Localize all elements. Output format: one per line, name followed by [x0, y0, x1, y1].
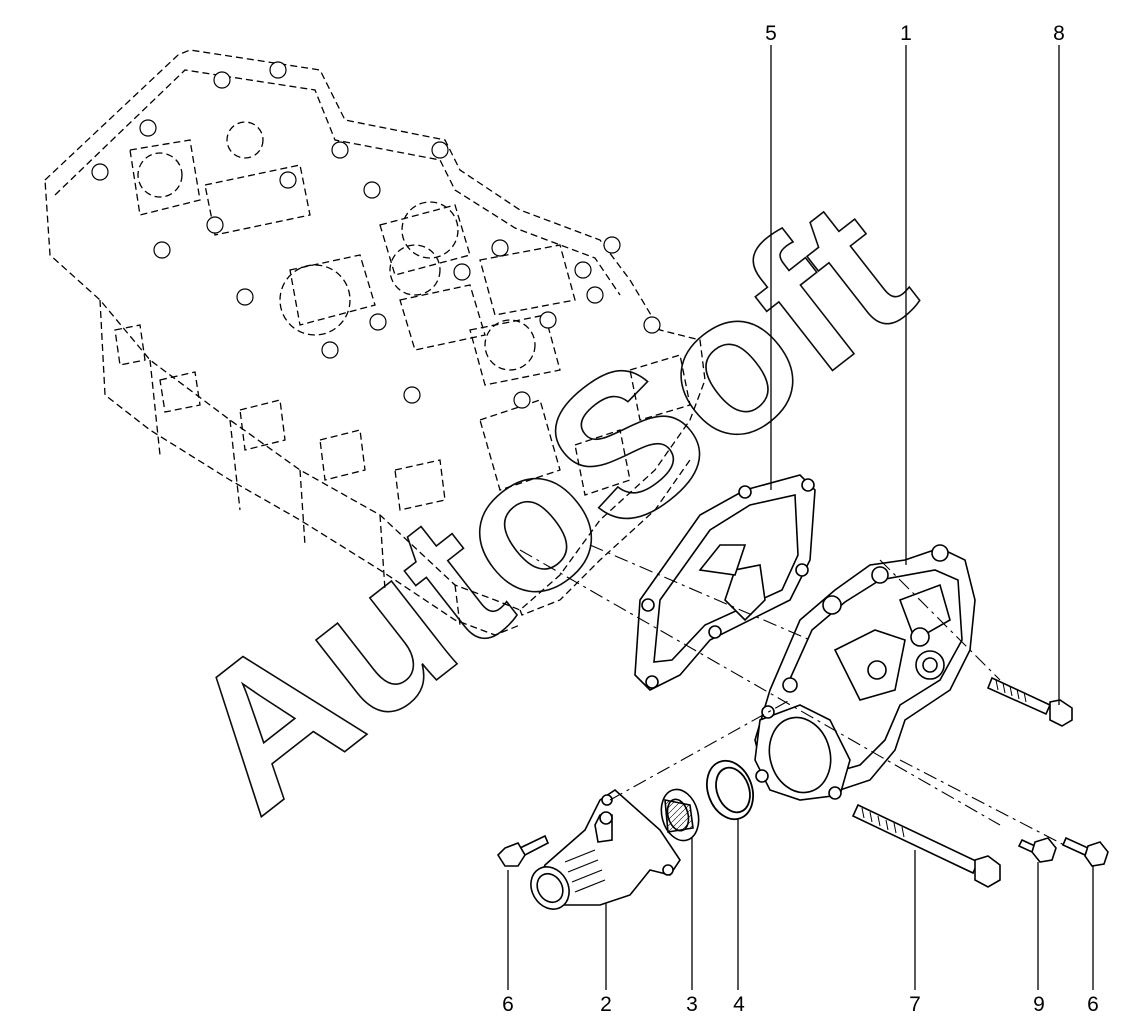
leader-lines [507, 45, 1094, 990]
callout-5: 5 [765, 22, 777, 45]
coolant-outlet-part-2 [530, 788, 681, 910]
callout-8: 8 [1053, 22, 1065, 45]
callout-9: 9 [1033, 993, 1045, 1016]
bolt-part-7 [851, 803, 1001, 888]
bolt-part-9 [1017, 837, 1057, 863]
callout-4: 4 [733, 993, 745, 1016]
callout-6-left: 6 [502, 993, 514, 1016]
thermostat-part-3 [660, 788, 700, 842]
assembly-axis-lines [519, 544, 1071, 849]
seal-ring-part-4 [706, 759, 754, 821]
callout-2: 2 [600, 993, 612, 1016]
head-bolts [91, 61, 661, 409]
callout-7: 7 [909, 993, 921, 1016]
callout-1: 1 [900, 22, 912, 45]
gasket-part-5 [634, 474, 816, 691]
bolt-part-6-right [1061, 836, 1109, 867]
bolt-part-6-left [496, 834, 550, 867]
bolt-part-8 [986, 676, 1073, 727]
callout-3: 3 [686, 993, 698, 1016]
thermostat-housing-part-1 [754, 544, 976, 801]
callout-6-right: 6 [1087, 993, 1099, 1016]
